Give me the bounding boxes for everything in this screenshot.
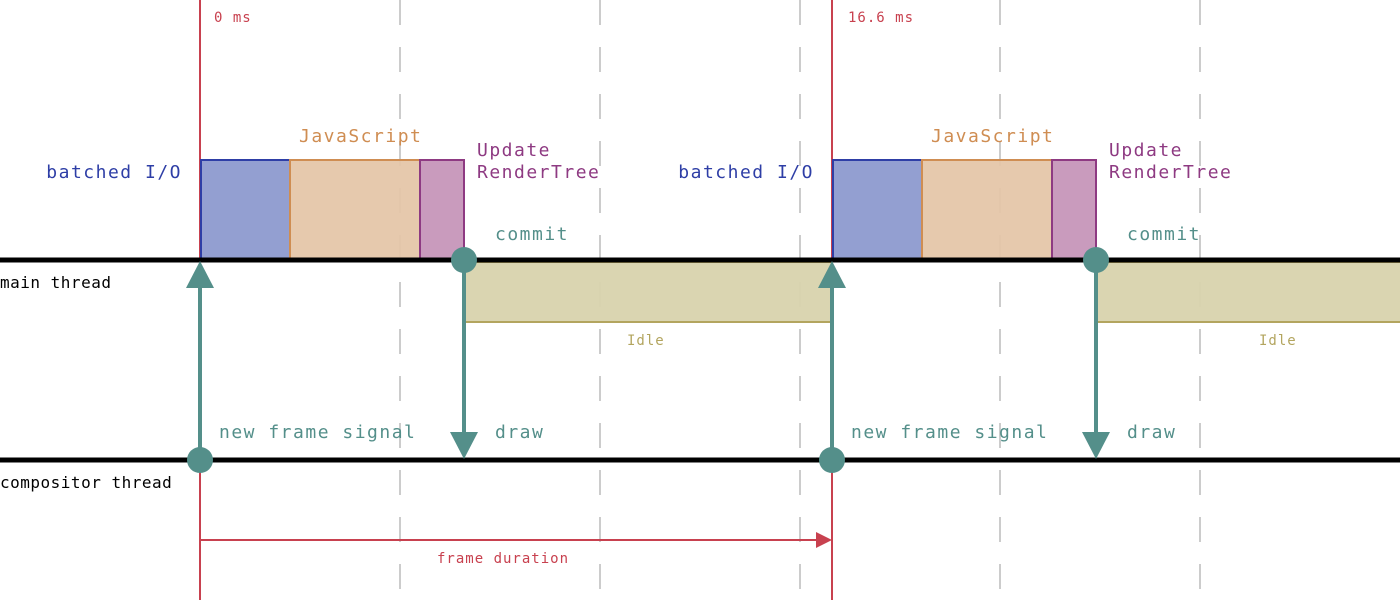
frame-duration-arrow: frame duration [200, 532, 832, 567]
new-frame-signal-label: new frame signal [219, 422, 416, 443]
idle-block[interactable] [463, 261, 833, 323]
javascript-block[interactable] [289, 159, 421, 260]
main-thread-label: main thread [0, 273, 111, 292]
commit-label: commit [1127, 224, 1201, 245]
rendertree-label: RenderTree [1109, 162, 1232, 183]
batched-io-block[interactable] [832, 159, 923, 260]
idle-label: Idle [1259, 333, 1297, 349]
draw-arrowhead-icon [1082, 432, 1110, 459]
new-frame-signal-dot-icon [187, 447, 213, 473]
frame-1-signals [186, 247, 478, 473]
javascript-label: JavaScript [299, 126, 422, 147]
rendertree-label: RenderTree [477, 162, 600, 183]
frame-duration-label: frame duration [437, 551, 569, 567]
update-rendertree-block[interactable] [1051, 159, 1097, 260]
commit-label: commit [495, 224, 569, 245]
javascript-label: JavaScript [931, 126, 1054, 147]
update-rendertree-block[interactable] [419, 159, 465, 260]
compositor-thread-label: compositor thread [0, 473, 172, 492]
javascript-block[interactable] [921, 159, 1053, 260]
draw-arrowhead-icon [450, 432, 478, 459]
frame-1: batched I/O JavaScript Update RenderTree… [46, 126, 833, 443]
draw-label: draw [1127, 422, 1176, 443]
update-label: Update [477, 140, 551, 161]
batched-io-label: batched I/O [46, 162, 182, 183]
new-frame-signal-dot-icon [819, 447, 845, 473]
new-frame-signal-arrowhead-icon [186, 261, 214, 288]
frame-2-signals [818, 247, 1110, 473]
draw-label: draw [495, 422, 544, 443]
idle-label: Idle [627, 333, 665, 349]
time-marker-label-16ms: 16.6 ms [848, 10, 914, 26]
commit-dot-icon [451, 247, 477, 273]
commit-dot-icon [1083, 247, 1109, 273]
batched-io-block[interactable] [200, 159, 291, 260]
new-frame-signal-arrowhead-icon [818, 261, 846, 288]
update-label: Update [1109, 140, 1183, 161]
frame-duration-arrowhead-icon [816, 532, 832, 548]
batched-io-label: batched I/O [678, 162, 814, 183]
frame-2: batched I/O JavaScript Update RenderTree… [678, 126, 1400, 443]
new-frame-signal-label: new frame signal [851, 422, 1048, 443]
idle-block[interactable] [1096, 261, 1400, 323]
time-marker-label-0ms: 0 ms [214, 10, 252, 26]
